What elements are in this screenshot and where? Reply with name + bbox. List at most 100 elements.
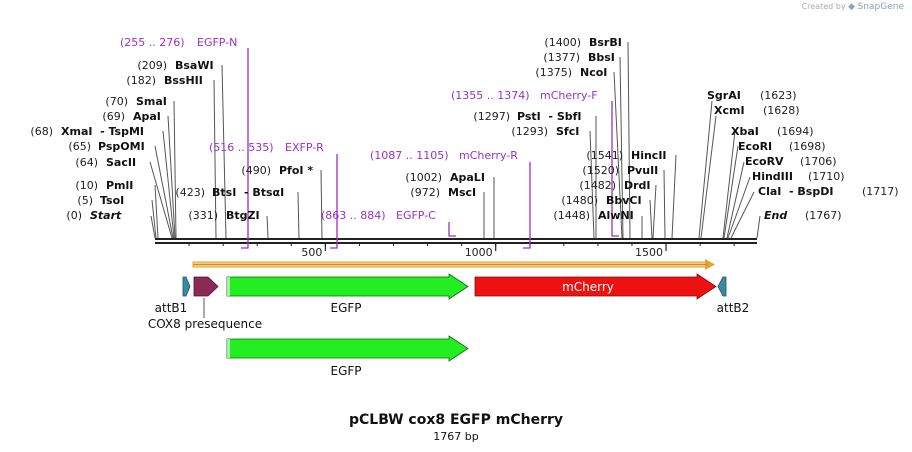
enzyme-pos-bsshii: (182) xyxy=(126,74,156,87)
enzyme-name-pfoi[interactable]: PfoI * xyxy=(279,164,313,177)
enzyme-pos-alwni: (1448) xyxy=(553,209,590,222)
enzyme-pos-hindiii: (1710) xyxy=(808,170,845,183)
enzyme-pos-btsi: (423) xyxy=(175,186,205,199)
feature-labels: attB1 COX8 presequence EGFP attB2 EGFP xyxy=(148,298,749,378)
enzyme-pos-apai: (69) xyxy=(102,110,125,123)
enzyme-pos-start: (0) xyxy=(66,209,82,222)
enzyme-pos-bsawi: (209) xyxy=(137,59,167,72)
enzyme-name-sfci[interactable]: SfcI xyxy=(556,125,579,138)
feature-label-egfp-lower: EGFP xyxy=(330,364,361,378)
enzyme-name-tsoi[interactable]: TsoI xyxy=(100,194,124,207)
enzyme-name-end[interactable]: End xyxy=(764,209,787,222)
primer-range-egfp-n: (255 .. 276) xyxy=(120,36,185,49)
enzyme-pos-ecorv: (1706) xyxy=(800,155,837,168)
enzyme-name-bsshii[interactable]: BssHII xyxy=(164,74,203,87)
primer-range-mcherry-f: (1355 .. 1374) xyxy=(451,89,530,102)
enzyme-name-ecorv[interactable]: EcoRV xyxy=(745,155,784,168)
enzyme-name-sgrai[interactable]: SgrAI xyxy=(707,89,741,102)
ruler-tick-label: 1500 xyxy=(635,246,663,259)
primer-name-egfp-c[interactable]: EGFP-C xyxy=(396,209,436,222)
enzyme-pos-btgzi: (331) xyxy=(188,209,218,222)
enzyme-pos-pmli: (10) xyxy=(75,179,98,192)
enzyme-pos-bbsi: (1377) xyxy=(543,51,580,64)
enzyme-pos-tsoi: (5) xyxy=(77,194,93,207)
enzyme-pos-sfci: (1293) xyxy=(511,125,548,138)
enzyme-pos-ncoi: (1375) xyxy=(535,66,572,79)
enzyme-name-bsrbi[interactable]: BsrBI xyxy=(589,36,622,49)
primer-range-egfp-c: (863 .. 884) xyxy=(321,209,386,222)
enzyme-name-pspomi[interactable]: PspOMI xyxy=(98,140,145,153)
enzyme-name-ncoi[interactable]: NcoI xyxy=(580,66,607,79)
enzyme-name-start[interactable]: Start xyxy=(90,209,122,222)
feature-attb2[interactable] xyxy=(717,276,727,297)
primer-labels: (255 .. 276) EGFP-N (516 .. 535) EXFP-R … xyxy=(120,36,598,222)
map-title: pCLBW cox8 EGFP mCherry xyxy=(348,412,563,428)
enzyme-name-hindiii[interactable]: HindIII xyxy=(752,170,793,183)
credit-prefix: Created by xyxy=(801,2,846,11)
enzyme-name-bsawi[interactable]: BsaWI xyxy=(175,59,214,72)
feature-mcherry[interactable]: mCherry xyxy=(474,273,717,300)
enzyme-name-pmli[interactable]: PmlI xyxy=(106,179,133,192)
enzyme-pos-smai: (70) xyxy=(105,95,128,108)
enzyme-name-clai-bspdi[interactable]: ClaI - BspDI xyxy=(758,185,833,198)
primer-name-mcherry-r[interactable]: mCherry-R xyxy=(459,149,518,162)
primer-line-mcherry-r xyxy=(523,162,531,249)
ruler-tick-label: 1000 xyxy=(465,246,493,259)
enzyme-pos-pfoi: (490) xyxy=(241,164,271,177)
feature-attb1[interactable] xyxy=(182,276,191,297)
primer-line-exfp-r xyxy=(330,154,338,249)
enzyme-pos-sgrai: (1623) xyxy=(760,89,797,102)
enzyme-pos-hincii: (1541) xyxy=(586,149,623,162)
enzyme-name-ecori[interactable]: EcoRI xyxy=(738,140,772,153)
enzyme-name-alwni[interactable]: AlwNI xyxy=(598,209,634,222)
feature-label-mcherry: mCherry xyxy=(562,280,614,294)
enzyme-pos-drdi: (1482) xyxy=(579,179,616,192)
enzyme-name-msci[interactable]: MscI xyxy=(448,186,476,199)
enzyme-labels: (0) Start (5) TsoI (10) PmlI (64) SacII … xyxy=(30,36,898,222)
feature-egfp[interactable] xyxy=(226,273,469,300)
primer-line-mcherry-f xyxy=(611,101,619,237)
primer-line-egfp-n xyxy=(241,48,249,249)
enzyme-name-psti-sbfi[interactable]: PstI - SbfI xyxy=(517,110,582,123)
enzyme-name-sacii[interactable]: SacII xyxy=(106,156,136,169)
enzyme-pos-clai: (1717) xyxy=(862,185,899,198)
enzyme-pos-msci: (972) xyxy=(410,186,440,199)
enzyme-name-drdi[interactable]: DrdI xyxy=(624,179,651,192)
primer-name-mcherry-f[interactable]: mCherry-F xyxy=(540,89,598,102)
enzyme-pos-psti: (1297) xyxy=(473,110,510,123)
primer-name-exfp-r[interactable]: EXFP-R xyxy=(285,141,324,154)
snapgene-logo-icon: ◆ xyxy=(848,2,856,12)
enzyme-name-pvuii[interactable]: PvuII xyxy=(627,164,658,177)
enzyme-name-btsi-btsai[interactable]: BtsI - BtsαI xyxy=(212,186,284,199)
primer-marks xyxy=(241,48,619,249)
feature-label-egfp: EGFP xyxy=(330,301,361,315)
enzyme-pos-pvuii: (1520) xyxy=(582,164,619,177)
feature-label-attb2: attB2 xyxy=(717,301,750,315)
enzyme-name-xbai[interactable]: XbaI xyxy=(731,125,759,138)
enzyme-name-apai[interactable]: ApaI xyxy=(133,110,161,123)
enzyme-pos-xcmi: (1628) xyxy=(763,104,800,117)
enzyme-name-xcmi[interactable]: XcmI xyxy=(714,104,745,117)
feature-cox8-presequence[interactable] xyxy=(193,276,219,297)
enzyme-name-btgzi[interactable]: BtgZI xyxy=(226,209,260,222)
map-length: 1767 bp xyxy=(433,430,479,443)
enzyme-name-apali[interactable]: ApaLI xyxy=(450,171,485,184)
primer-range-exfp-r: (516 .. 535) xyxy=(209,141,274,154)
enzyme-name-smai[interactable]: SmaI xyxy=(136,95,167,108)
enzyme-name-bbsi[interactable]: BbsI xyxy=(588,51,615,64)
backbone xyxy=(155,238,757,244)
enzyme-pos-ecori: (1698) xyxy=(789,140,826,153)
ruler-tick-label: 500 xyxy=(301,246,322,259)
credit: Created by ◆ SnapGene xyxy=(802,2,904,12)
feature-egfp-lower[interactable] xyxy=(226,335,469,362)
primer-line-egfp-c xyxy=(448,222,456,237)
enzyme-name-hincii[interactable]: HincII xyxy=(631,149,667,162)
enzyme-pos-end: (1767) xyxy=(805,209,842,222)
enzyme-name-xmai-tspmi[interactable]: XmaI - TspMI xyxy=(61,125,144,138)
enzyme-leader-lines xyxy=(149,41,761,239)
enzyme-name-bbvci[interactable]: BbvCI xyxy=(606,194,642,207)
enzyme-pos-apali: (1002) xyxy=(405,171,442,184)
orf-arrow[interactable] xyxy=(192,259,715,270)
primer-name-egfp-n[interactable]: EGFP-N xyxy=(197,36,237,49)
